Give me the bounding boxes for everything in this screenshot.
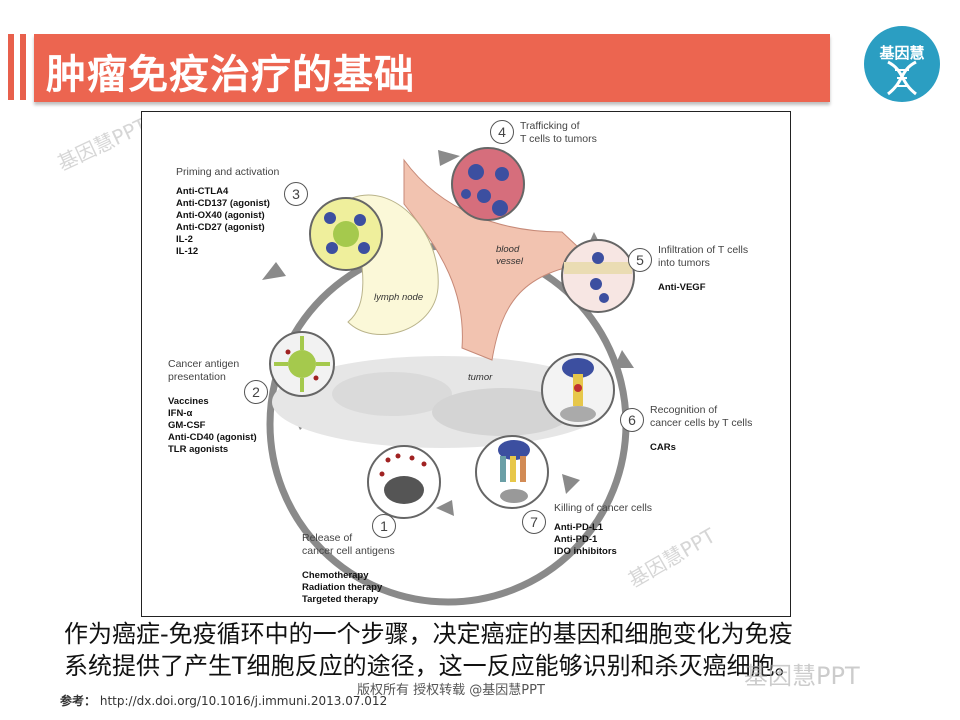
page-title: 肿瘤免疫治疗的基础 xyxy=(46,52,415,98)
step-1-agents: Chemotherapy Radiation therapy Targeted … xyxy=(302,570,383,605)
cycle-arrowhead-3 xyxy=(614,350,634,368)
step-5-label: Infiltration of T cells into tumors xyxy=(658,244,749,269)
step-6-label: Recognition of cancer cells by T cells xyxy=(650,404,753,429)
step-7-agents: Anti-PD-L1 Anti-PD-1 IDO inhibitors xyxy=(554,522,617,557)
copyright-notice: 版权所有 授权转载 @基因慧PPT xyxy=(357,683,545,698)
step-2-label: Cancer antigen presentation xyxy=(168,358,240,383)
step-3-label: Priming and activation xyxy=(176,166,280,178)
step-6-number: 6 xyxy=(620,408,644,432)
cycle-arrowhead-1 xyxy=(438,150,460,166)
step-2-agents: Vaccines IFN-α GM-CSF Anti-CD40 (agonist… xyxy=(168,396,257,455)
step-7-label: Killing of cancer cells xyxy=(554,502,653,514)
reference-line: 参考： http://dx.doi.org/10.1016/j.immuni.2… xyxy=(60,692,387,709)
step-3-number: 3 xyxy=(284,182,308,206)
tumor-label: tumor xyxy=(468,372,493,383)
recognition-cells xyxy=(541,353,615,427)
trafficking-cells xyxy=(451,147,525,221)
killing-cells xyxy=(475,435,549,509)
watermark-bottom-right: 基因慧PPT xyxy=(744,662,860,690)
lymph-node-label: lymph node xyxy=(374,292,424,303)
infiltration-cells xyxy=(561,239,635,313)
step-7-number: 7 xyxy=(522,510,546,534)
cancer-immunity-cycle-figure: 3 4 5 6 7 1 2 Priming and activation Ant… xyxy=(141,111,791,617)
step-6-agents: CARs xyxy=(650,442,676,453)
slide-caption: 作为癌症-免疫循环中的一个步骤，决定癌症的基因和细胞变化为免疫 系统提供了产生T… xyxy=(64,620,799,680)
step-3-agents: Anti-CTLA4 Anti-CD137 (agonist) Anti-OX4… xyxy=(176,186,270,257)
logo-text: 基因慧 xyxy=(879,44,925,62)
watermark-top-left: 基因慧PPT xyxy=(53,112,152,176)
step-2-number: 2 xyxy=(244,380,268,404)
brand-logo: 基因慧 xyxy=(864,26,940,102)
antigen-release-cells xyxy=(367,445,441,519)
tumor-mass xyxy=(272,356,612,448)
blood-vessel-label: blood vessel xyxy=(496,244,523,267)
dna-icon xyxy=(887,60,917,96)
reference-label: 参考： xyxy=(60,694,97,708)
cycle-arrowhead-4 xyxy=(562,474,580,494)
priming-cell xyxy=(309,197,383,271)
antigen-presentation-cell xyxy=(269,331,335,397)
step-5-agents: Anti-VEGF xyxy=(658,282,706,293)
cycle-arrowhead-7 xyxy=(262,262,286,280)
cycle-arrowhead-5 xyxy=(436,500,454,516)
step-4-label: Trafficking of T cells to tumors xyxy=(520,120,597,145)
step-4-number: 4 xyxy=(490,120,514,144)
step-1-label: Release of cancer cell antigens xyxy=(302,532,395,557)
reference-url[interactable]: http://dx.doi.org/10.1016/j.immuni.2013.… xyxy=(99,694,388,708)
title-bar: 肿瘤免疫治疗的基础 xyxy=(34,34,830,102)
cycle-diagram xyxy=(262,147,635,606)
step-5-number: 5 xyxy=(628,248,652,272)
step-1-number: 1 xyxy=(372,514,396,538)
